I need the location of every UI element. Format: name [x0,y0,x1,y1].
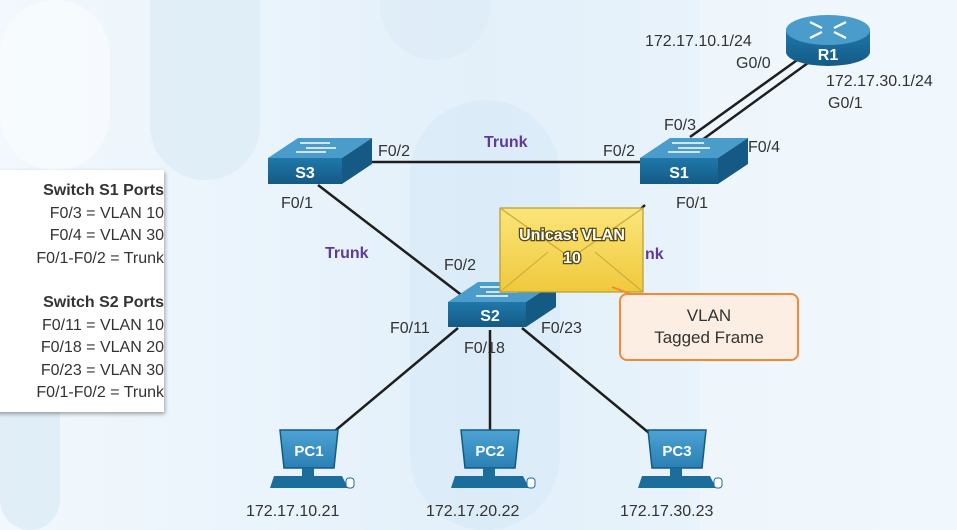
s2-port-line: F0/1-F0/2 = Trunk [36,384,164,401]
envelope-line1: Unicast VLAN [519,227,625,244]
s2-port-f02: F0/2 [444,257,476,274]
switch-s3[interactable]: S3 [268,138,372,184]
pc3-ip: 172.17.30.23 [620,503,714,520]
router-g01-ip: 172.17.30.1/24 [826,73,933,90]
link-s2-pc1 [317,327,459,446]
switch-s1-label: S1 [669,165,689,182]
s3-port-f01: F0/1 [281,195,313,212]
callout-line1: VLAN [686,306,732,325]
link-s3-s2 [317,184,469,301]
s1-port-f03: F0/3 [664,117,696,134]
router-label: R1 [818,47,839,64]
trunk-label-left: Trunk [325,245,369,262]
s1-port-f02: F0/2 [603,143,635,160]
router-g01-port: G0/1 [828,95,863,112]
s3-port-f02: F0/2 [378,143,410,160]
router-r1[interactable]: R1 [786,15,870,66]
link-s2-pc3 [521,327,661,443]
pc1-ip: 172.17.10.21 [246,503,340,520]
s2-port-f023: F0/23 [541,320,582,337]
s1-ports-title: Switch S1 Ports [43,182,164,199]
s2-port-f018: F0/18 [464,340,505,357]
pc2[interactable]: PC2 [451,429,536,489]
pc1-label: PC1 [294,443,323,460]
pc3[interactable]: PC3 [638,429,723,489]
unicast-frame-envelope: Unicast VLAN 10 [499,207,644,293]
ports-legend-box: Switch S1 Ports F0/3 = VLAN 10 F0/4 = VL… [0,170,164,412]
vlan-tagged-frame-callout: VLAN Tagged Frame [619,293,799,361]
pc3-label: PC3 [662,443,691,460]
switch-arrows-icon [296,142,336,153]
router-g00-ip: 172.17.10.1/24 [645,33,752,50]
router-arrows-icon [809,21,847,39]
s1-port-line: F0/1-F0/2 = Trunk [36,249,164,267]
trunk-label-right: nk [645,246,664,263]
s1-port-line: F0/4 = VLAN 30 [49,227,164,244]
switch-s1[interactable]: S1 [640,138,748,184]
pc2-ip: 172.17.20.22 [426,503,520,520]
s1-port-f04: F0/4 [748,139,780,156]
s2-port-line: F0/18 = VLAN 20 [40,339,164,356]
switch-arrows-icon [668,142,710,153]
switch-s2-label: S2 [480,308,500,325]
pc1[interactable]: PC1 [270,429,355,489]
s2-port-line: F0/11 = VLAN 10 [42,316,164,334]
switch-s3-label: S3 [295,165,315,182]
s1-port-f01: F0/1 [676,195,708,212]
link-r1-s1-a [689,56,801,139]
s2-port-f011: F0/11 [390,320,430,337]
link-r1-s1-b [701,58,813,142]
s1-port-line: F0/3 = VLAN 10 [49,204,164,222]
s2-port-line: F0/23 = VLAN 30 [40,361,164,379]
trunk-label-top: Trunk [484,134,528,151]
router-g00-port: G0/0 [736,55,771,72]
pc2-label: PC2 [475,443,504,460]
callout-line2: Tagged Frame [654,328,764,347]
envelope-line2: 10 [563,250,581,267]
s2-ports-title: Switch S2 Ports [43,294,164,311]
